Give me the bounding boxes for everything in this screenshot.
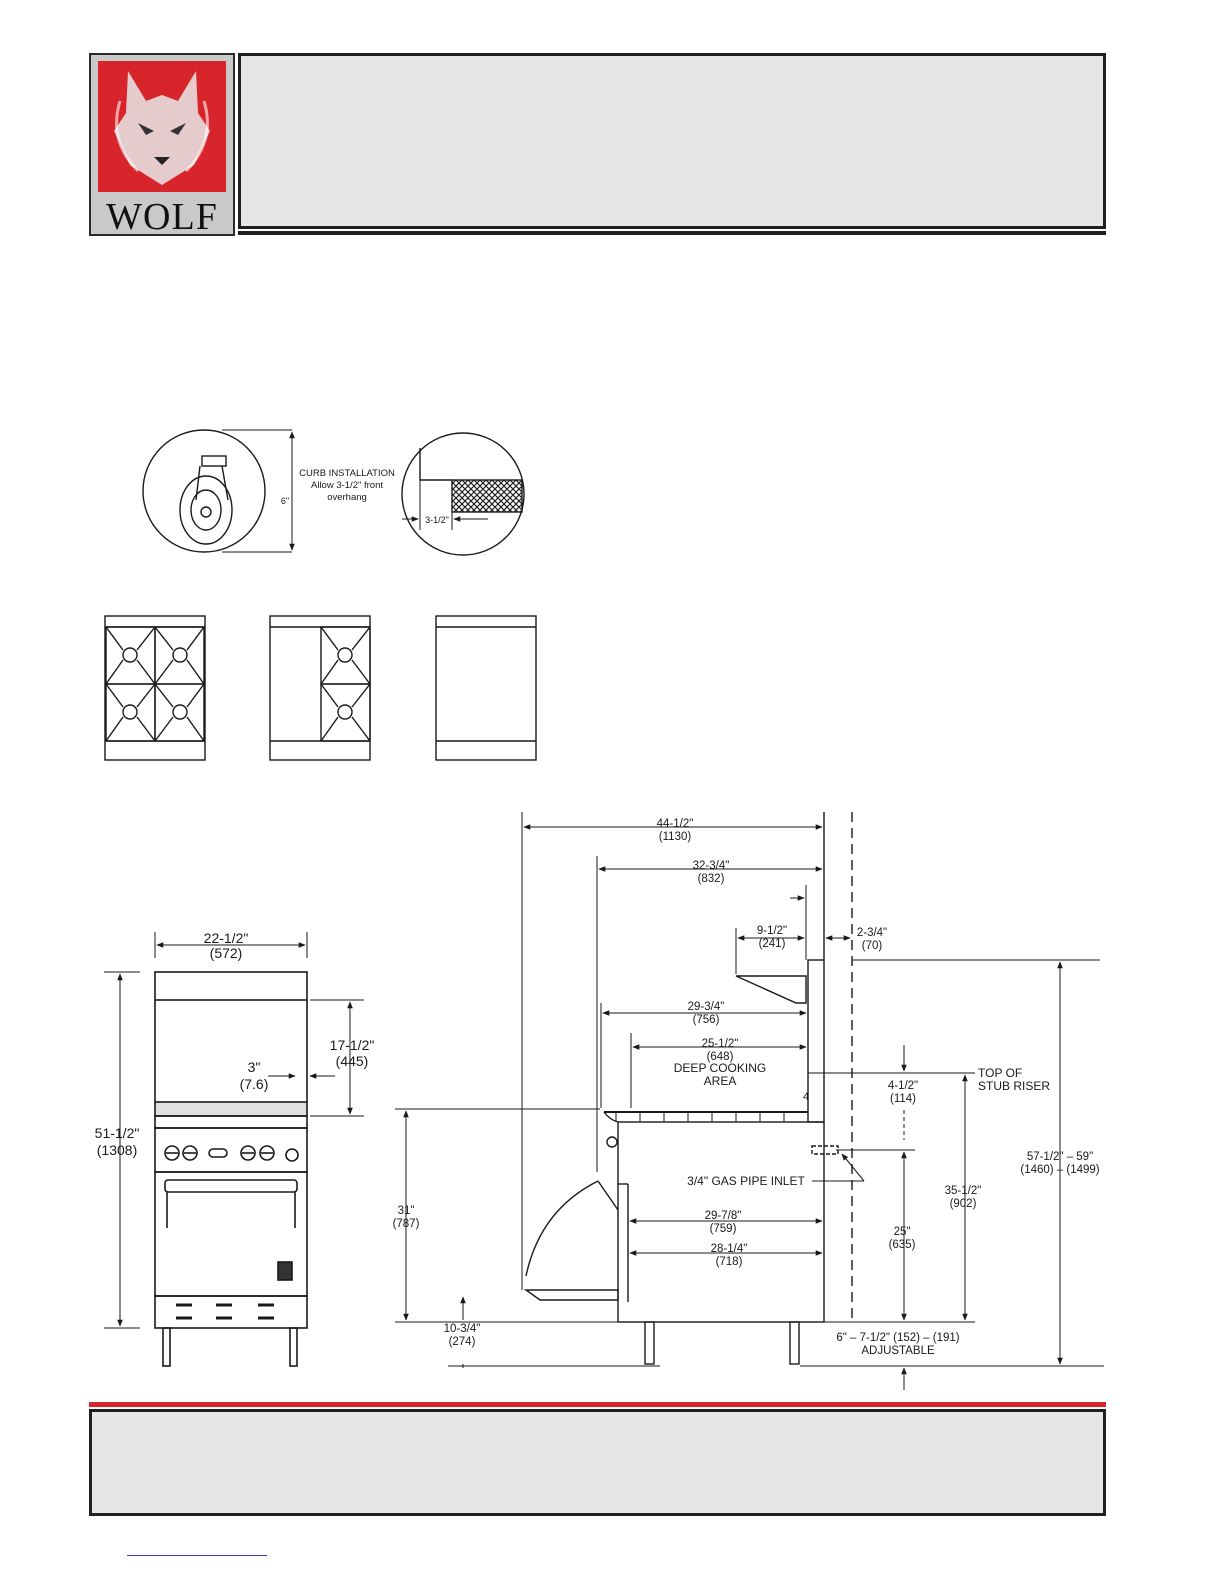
side-d5-in: 29-3/4" [688, 1001, 725, 1013]
burner-grate [154, 626, 205, 685]
burner-grate [105, 683, 156, 742]
stub-riser-label-1: TOP OF [978, 1066, 1022, 1080]
footer-panel [89, 1409, 1106, 1516]
burner-grate [154, 683, 205, 742]
door-badge [277, 1261, 293, 1281]
front-gap-mm: (7.6) [240, 1076, 269, 1092]
side-d2-mm: (832) [698, 873, 725, 885]
burner-grate [320, 626, 371, 685]
footer-red-rule [89, 1402, 1106, 1407]
front-width-in: 22-1/2" [204, 930, 249, 946]
side-d14-in: 10-3/4" [444, 1323, 481, 1335]
range-front-view [104, 932, 364, 1367]
front-riser-in: 17-1/2" [330, 1037, 375, 1053]
control-knob [240, 1145, 256, 1161]
top-config-two-burner [269, 615, 371, 761]
curb-detail [401, 432, 525, 556]
front-height-in: 51-1/2" [95, 1125, 140, 1141]
wolf-wordmark: WOLF [106, 196, 218, 238]
front-riser-mm: (445) [336, 1053, 369, 1069]
side-d7-in: 4-1/2" [888, 1080, 918, 1092]
side-d3-mm: (241) [759, 938, 786, 950]
side-d13-mm: (635) [889, 1239, 916, 1251]
side-d11-in: 29-7/8" [705, 1210, 742, 1222]
front-width-mm: (572) [210, 945, 243, 961]
side-d7-mm: (114) [890, 1093, 916, 1105]
oven-door-handle [164, 1179, 298, 1193]
deep-cooking-label-1: DEEP COOKING [674, 1061, 766, 1075]
front-height-mm: (1308) [97, 1142, 137, 1158]
burner-grate [105, 626, 156, 685]
side-d6-in: 25-1/2" [702, 1038, 739, 1050]
side-d10-mm: (787) [393, 1218, 420, 1230]
header-rule [238, 231, 1106, 235]
wolf-head-icon [114, 71, 210, 185]
side-d1-in: 44-1/2" [657, 818, 694, 830]
front-gap-in: 3" [248, 1059, 261, 1075]
side-d9-in: 35-1/2" [945, 1185, 982, 1197]
side-d5-mm: (756) [693, 1014, 720, 1026]
side-d8-mm: (1460) – (1499) [1020, 1164, 1099, 1176]
top-config-plain [435, 615, 537, 761]
control-knob [285, 1148, 299, 1162]
side-d8-in: 57-1/2" – 59" [1027, 1151, 1093, 1163]
footer-link-underline[interactable] [127, 1555, 267, 1556]
range-side-view [395, 812, 1104, 1390]
caster-height-label: 6" [281, 496, 289, 506]
control-knob [259, 1145, 275, 1161]
side-d2-in: 32-3/4" [693, 860, 730, 872]
wolf-logo: WOLF [89, 53, 235, 238]
curb-line-2: Allow 3-1/2" front [311, 480, 383, 491]
side-d13-in: 25" [894, 1226, 911, 1238]
side-d9-mm: (902) [950, 1198, 977, 1210]
adjustable-label-2: ADJUSTABLE [861, 1345, 935, 1357]
header-panel [238, 53, 1106, 229]
burner-grate [320, 683, 371, 742]
side-d12-in: 28-1/4" [711, 1243, 748, 1255]
curb-title: CURB INSTALLATION [299, 468, 395, 479]
side-d14-mm: (274) [449, 1336, 476, 1348]
side-d11-mm: (759) [710, 1223, 737, 1235]
deep-cooking-label-2: AREA [704, 1074, 737, 1088]
side-d4-mm: (70) [862, 940, 883, 952]
side-d4-in: 2-3/4" [857, 927, 887, 939]
gas-inlet-label: 3/4" GAS PIPE INLET [687, 1174, 805, 1188]
side-small-mark: 4 [803, 1091, 809, 1103]
side-d6-mm: (648) [707, 1051, 734, 1063]
side-d10-in: 31" [398, 1205, 415, 1217]
control-knob [164, 1145, 180, 1161]
adjustable-label-1: 6" – 7-1/2" (152) – (191) [836, 1332, 959, 1344]
top-config-four-burner [104, 615, 206, 761]
side-d12-mm: (718) [716, 1256, 743, 1268]
caster-detail [142, 429, 295, 553]
curb-line-3: overhang [327, 492, 367, 503]
stub-riser-label-2: STUB RISER [978, 1079, 1050, 1093]
overhang-label: 3-1/2" [425, 515, 449, 525]
wolf-head-emblem [98, 61, 226, 192]
pilot-window [208, 1148, 228, 1158]
control-knob [182, 1145, 198, 1161]
side-d3-in: 9-1/2" [757, 925, 787, 937]
side-d1-mm: (1130) [659, 831, 692, 843]
